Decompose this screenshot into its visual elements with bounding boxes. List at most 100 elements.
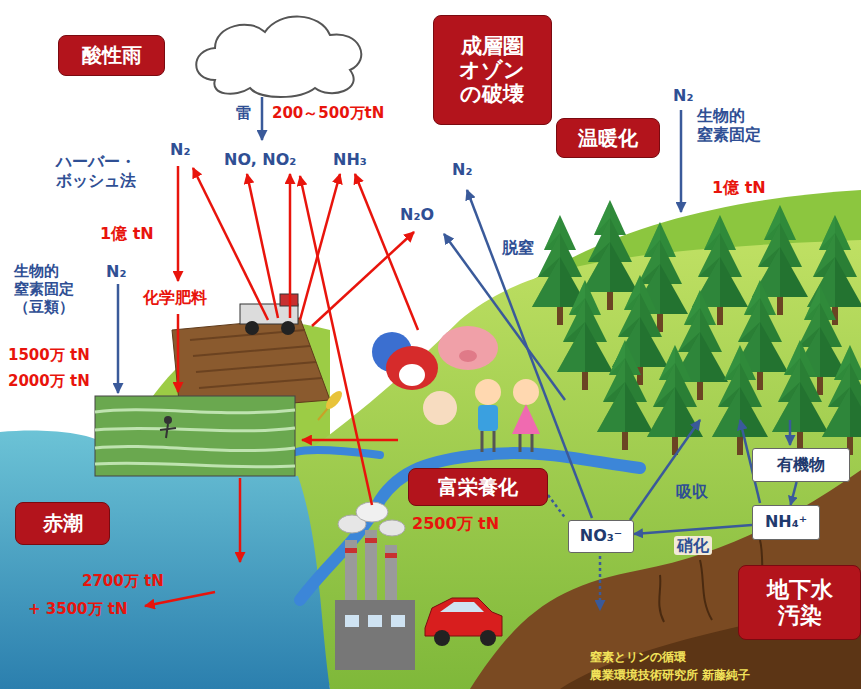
factory-and-car (345, 548, 357, 553)
rice-terrace (164, 416, 172, 424)
node-text: 地下水汚染 (763, 577, 836, 628)
forest (822, 345, 861, 455)
node-text: 富栄養化 (438, 476, 518, 499)
red-flow-arrows (355, 174, 418, 330)
livestock-and-people (386, 346, 438, 390)
blue-flow-arrows (261, 97, 264, 140)
livestock-and-people (482, 431, 494, 452)
landscape (0, 190, 861, 689)
forest (597, 340, 653, 450)
factory-and-car (440, 602, 484, 612)
factory-and-car (335, 600, 415, 670)
impact-box: 酸性雨 (58, 35, 165, 76)
process-label: 生物的 窒素固定 (697, 106, 766, 144)
compound-label: N₂ (170, 140, 190, 159)
compound-box: NO₃⁻ (568, 520, 634, 553)
rice-terrace (160, 424, 176, 438)
input-label: 化学肥料 (143, 288, 207, 307)
factory-and-car (425, 598, 502, 636)
livestock-and-people (438, 326, 498, 370)
livestock-and-people (513, 379, 539, 405)
blue-flow-arrows (680, 110, 683, 212)
flux-value: 2700万 tN (82, 572, 164, 590)
factory-and-car (434, 630, 450, 646)
node-text: NH₄⁺ (765, 513, 807, 531)
factory-and-car (385, 545, 397, 602)
livestock-and-people (512, 404, 540, 434)
flux-value: 200～500万tN (272, 104, 384, 122)
factory-and-car (391, 615, 405, 627)
node-text: 成層圏オゾンの破壊 (458, 34, 527, 106)
forest (772, 340, 828, 450)
red-flow-arrows (300, 174, 340, 320)
cloud (196, 17, 361, 97)
blue-flow-arrows (789, 420, 792, 445)
red-flow-arrows (145, 166, 418, 606)
wheat (318, 388, 345, 420)
credit-note: 農業環境技術研究所 新藤純子 (590, 668, 750, 682)
red-flow-arrows (145, 592, 215, 606)
livestock-and-people (478, 405, 498, 431)
forest (647, 345, 703, 455)
flux-value: + 3500万 tN (28, 600, 128, 618)
impact-box: 赤潮 (15, 502, 110, 545)
rice-terrace (95, 396, 295, 476)
compound-box: 有機物 (752, 448, 850, 482)
red-flow-arrows (289, 174, 292, 318)
factory-and-car (385, 553, 397, 558)
node-text: 酸性雨 (82, 44, 142, 67)
compound-label: N₂ (452, 160, 472, 179)
crop-field (172, 294, 330, 412)
node-text: NO₃⁻ (580, 527, 622, 545)
blue-flow-arrows (118, 97, 790, 610)
livestock-and-people (459, 350, 477, 362)
crop-field (245, 321, 259, 335)
flux-value: 1億 tN (100, 224, 154, 243)
crop-field (190, 330, 322, 388)
red-flow-arrows (239, 478, 242, 562)
cloud (196, 17, 361, 97)
process-label: 雷 (236, 104, 251, 122)
river (296, 450, 380, 455)
factory-and-car (480, 630, 496, 646)
factory-and-car (365, 538, 377, 543)
connector (791, 482, 797, 505)
wheat (323, 388, 345, 411)
factory-and-car (335, 502, 502, 670)
compound-label: N₂ (106, 262, 126, 281)
livestock-and-people (475, 379, 501, 405)
livestock-and-people (399, 364, 425, 386)
impact-box: 地下水汚染 (738, 565, 861, 640)
flux-value: 1500万 tN (8, 346, 90, 364)
forest (532, 200, 861, 455)
compound-label: NO, NO₂ (224, 150, 296, 169)
factory-and-car (365, 530, 377, 602)
rice-terrace (95, 396, 295, 476)
flux-value: 1億 tN (712, 178, 766, 197)
node-text: 温暖化 (578, 127, 638, 150)
blue-flow-arrows (630, 420, 700, 520)
compound-label: N₂ (673, 86, 693, 105)
livestock-and-people (520, 434, 532, 452)
rice-terrace (95, 410, 295, 467)
flux-value: 2000万 tN (8, 372, 90, 390)
factory-and-car (345, 540, 357, 602)
livestock-and-people (372, 326, 540, 452)
compound-label: N₂O (400, 205, 434, 224)
process-label: 吸収 (676, 482, 708, 501)
impact-box: 温暖化 (556, 118, 660, 158)
blue-flow-arrows (599, 556, 602, 610)
process-label: 生物的 窒素固定（豆類） (14, 262, 79, 316)
red-flow-arrows (177, 314, 180, 392)
flux-value: 2500万 tN (412, 514, 499, 533)
blue-flow-arrows (548, 495, 566, 519)
process-label: ハーバー・ボッシュ法 (56, 152, 141, 190)
impact-box: 富栄養化 (408, 468, 548, 506)
connector-label: 硝化 (674, 536, 712, 555)
factory-and-car (379, 520, 405, 536)
process-label: 脱窒 (502, 238, 534, 257)
impact-box: 成層圏オゾンの破壊 (433, 15, 552, 125)
compound-box: NH₄⁺ (752, 505, 820, 540)
livestock-and-people (423, 391, 457, 425)
